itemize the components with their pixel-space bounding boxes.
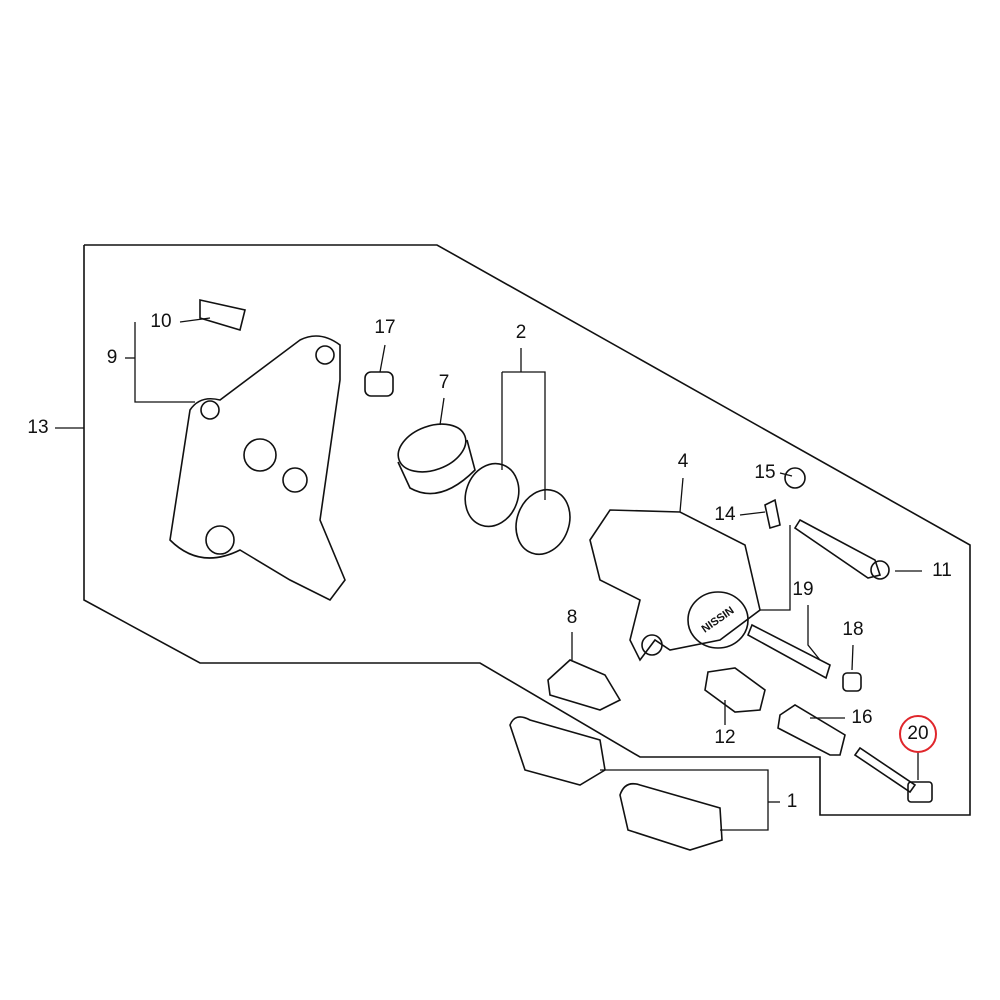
callout-1: 1 (786, 791, 798, 812)
callout-17: 17 (374, 317, 396, 338)
callout-12: 12 (714, 727, 736, 748)
caliper-body (589, 509, 761, 662)
callout-18: 18 (842, 619, 864, 640)
pad-spring (547, 659, 622, 711)
callout-4: 4 (677, 451, 689, 472)
callout-14: 14 (714, 504, 736, 525)
callout-19: 19 (792, 579, 814, 600)
callout-9: 9 (106, 347, 118, 368)
pin-plug (842, 672, 862, 692)
bleeder-cap (364, 371, 394, 397)
assembly-outline (83, 244, 971, 816)
leader-lines (55, 317, 922, 831)
callout-20: 20 (907, 723, 929, 744)
piston-seal (464, 462, 520, 528)
brake-pad-inner (509, 716, 606, 786)
piston (397, 423, 476, 495)
callout-10: 10 (150, 311, 172, 332)
pin-boot (704, 667, 766, 713)
callout-16: 16 (851, 707, 873, 728)
callout-2: 2 (515, 322, 527, 343)
brake-pad-outer (619, 782, 723, 851)
sleeve (777, 704, 846, 756)
callout-8: 8 (566, 607, 578, 628)
bleeder-screw (764, 498, 781, 530)
callout-13: 13 (27, 417, 49, 438)
callout-7: 7 (438, 372, 450, 393)
callout-15: 15 (754, 462, 776, 483)
dust-seal (515, 488, 571, 556)
bleeder-cap-small (784, 467, 806, 489)
highlight-circle (899, 715, 937, 753)
pad-pin (746, 623, 831, 680)
slide-pin (793, 518, 890, 580)
caliper-bracket (169, 299, 346, 602)
bolt (853, 746, 933, 803)
callout-11: 11 (932, 560, 952, 581)
